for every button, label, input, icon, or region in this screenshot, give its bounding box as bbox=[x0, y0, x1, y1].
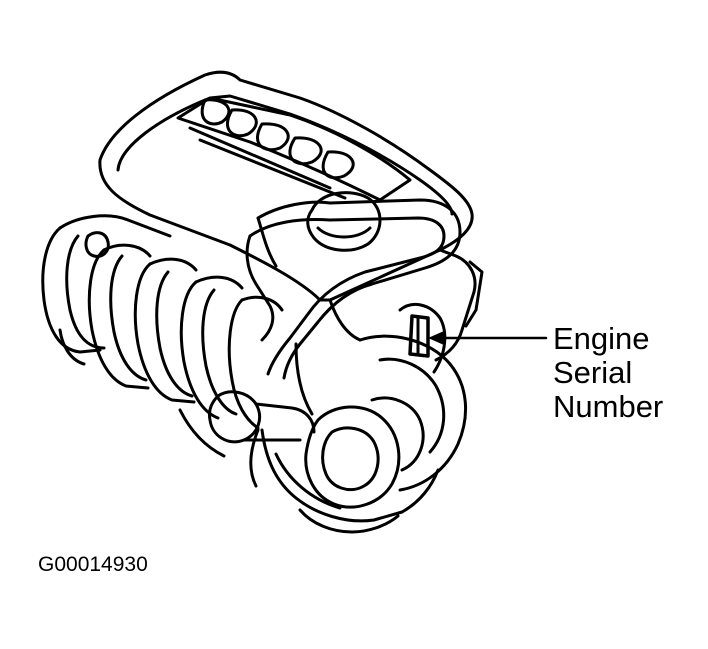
valve-cover bbox=[98, 70, 474, 302]
engine-block bbox=[178, 248, 484, 534]
oil-filler-cap bbox=[306, 191, 382, 252]
arrowhead-icon bbox=[428, 331, 444, 345]
intake-manifold bbox=[41, 214, 284, 430]
air-hose bbox=[245, 198, 462, 380]
callout-line-2: Serial bbox=[553, 355, 633, 390]
callout-line-3: Number bbox=[553, 389, 664, 424]
callout-arrow bbox=[428, 331, 548, 345]
serial-plate bbox=[408, 314, 430, 358]
figure-id: G00014930 bbox=[38, 553, 148, 576]
callout-line-1: Engine bbox=[553, 321, 650, 356]
engine-serial-number-label: Engine Serial Number bbox=[553, 322, 663, 424]
